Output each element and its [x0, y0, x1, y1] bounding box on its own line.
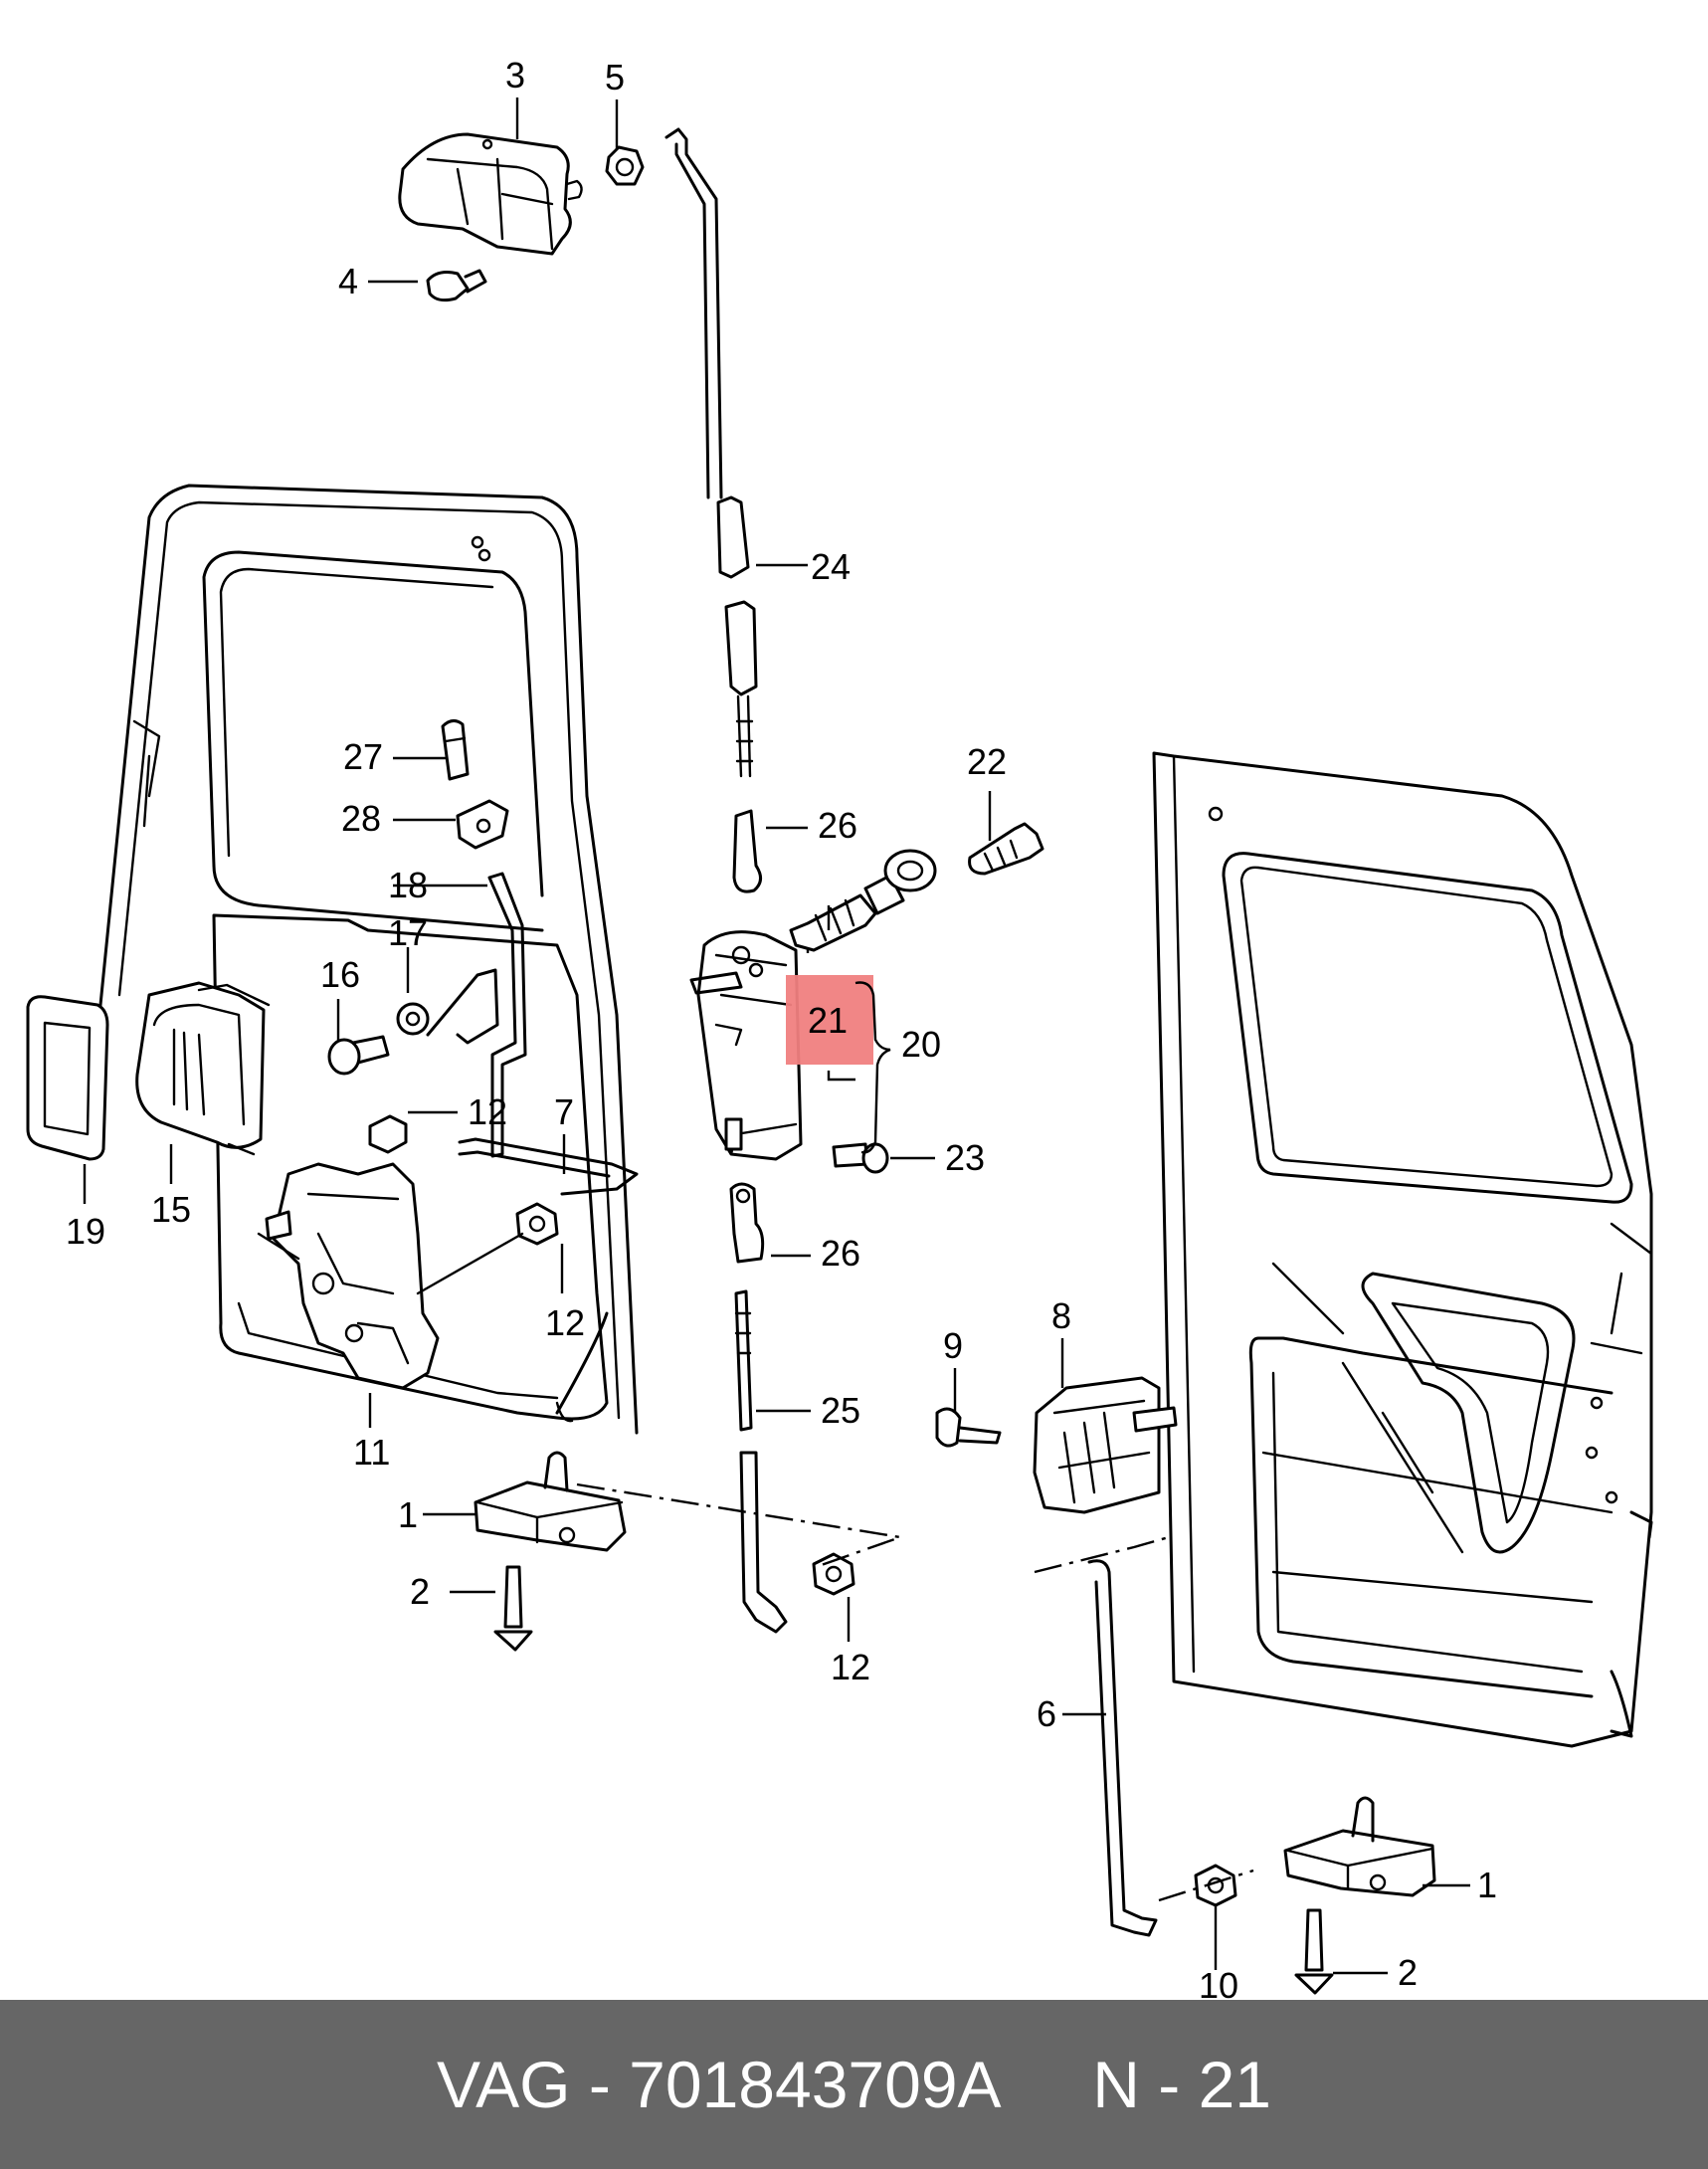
label-21: 21	[808, 1000, 848, 1041]
clip-part-10	[1194, 1864, 1237, 1907]
handle-part-15	[135, 981, 271, 1156]
lock-part-11	[257, 1162, 440, 1390]
rod-part-18	[487, 872, 527, 1158]
label-25: 25	[821, 1390, 860, 1431]
screw-part-9	[935, 1407, 1002, 1448]
label-12-lower: 12	[831, 1647, 870, 1687]
pin-part-27	[441, 719, 470, 781]
footer-brand: VAG	[437, 2048, 571, 2121]
footer-position: N - 21	[1092, 2048, 1271, 2121]
label-20: 20	[901, 1024, 941, 1065]
label-12-middle: 12	[545, 1302, 585, 1343]
bolt-part-16	[327, 1035, 390, 1076]
highlight-box-21	[786, 975, 873, 1065]
bracket-part-17	[426, 968, 499, 1045]
label-3: 3	[505, 55, 525, 96]
label-1-left: 1	[398, 1494, 418, 1535]
clip-part-5	[605, 145, 645, 186]
footer-separator: -	[588, 2048, 611, 2121]
rod-part-25	[734, 1289, 788, 1634]
label-9: 9	[943, 1325, 963, 1366]
hinge-part-8	[1033, 1376, 1178, 1514]
label-8: 8	[1051, 1295, 1071, 1336]
cylinder-part-22	[968, 822, 1044, 876]
label-11: 11	[353, 1432, 390, 1473]
label-5: 5	[605, 57, 625, 98]
connector-part-26-upper	[732, 809, 762, 893]
label-18: 18	[388, 865, 428, 905]
handle-assembly-part-20	[689, 849, 937, 1161]
label-28: 28	[341, 798, 381, 839]
screw-part-23	[832, 1142, 889, 1174]
right-door-panel	[1152, 751, 1653, 1748]
connector-part-26-lower	[729, 1182, 765, 1264]
footer-part-number: 701843709A	[629, 2048, 1002, 2121]
label-26-upper: 26	[818, 805, 857, 846]
leader-lines	[83, 98, 1470, 1975]
label-4: 4	[338, 261, 358, 301]
label-16: 16	[320, 954, 360, 995]
rod-part-6	[1087, 1559, 1158, 1937]
part-info-footer: VAG - 701843709A N - 21	[0, 2000, 1708, 2169]
label-22: 22	[967, 741, 1007, 782]
label-1-right: 1	[1477, 1865, 1497, 1905]
rod-part-24	[664, 127, 758, 778]
label-10: 10	[1199, 1965, 1238, 2000]
exploded-parts-diagram: 3 5 4 24 27 22 28 26 18 17 16 21 20 12 7…	[26, 55, 1653, 2000]
label-2-left: 2	[410, 1571, 430, 1612]
gasket-part-19	[26, 995, 109, 1161]
left-door-panel	[97, 484, 639, 1435]
label-19: 19	[66, 1211, 105, 1252]
label-6: 6	[1037, 1693, 1056, 1734]
label-15: 15	[151, 1189, 191, 1230]
footer-spacer-1	[571, 2047, 589, 2122]
label-7: 7	[554, 1091, 574, 1132]
screw-part-2-right	[1294, 1908, 1334, 1995]
clip-part-28	[456, 799, 509, 850]
clip-part-12-middle	[515, 1202, 559, 1246]
striker-part-1-right	[1283, 1796, 1436, 1897]
callout-labels: 3 5 4 24 27 22 28 26 18 17 16 21 20 12 7…	[66, 55, 1497, 2000]
screw-part-2-left	[493, 1565, 533, 1652]
label-2-right: 2	[1398, 1952, 1418, 1993]
label-24: 24	[811, 546, 851, 587]
clip-part-12-upper	[368, 1114, 408, 1154]
assembly-lines	[576, 1482, 1254, 1902]
washer-part-17	[396, 1002, 430, 1036]
footer-spacer-2	[611, 2047, 629, 2122]
label-26-lower: 26	[821, 1233, 860, 1274]
label-12-upper: 12	[468, 1091, 507, 1132]
label-23: 23	[945, 1137, 985, 1178]
link-line-11	[416, 1232, 524, 1295]
hinge-part-3	[398, 132, 583, 302]
label-17: 17	[388, 912, 428, 953]
footer-spacer-3	[1002, 2047, 1093, 2122]
rod-part-7	[458, 1137, 639, 1196]
striker-part-1-left	[474, 1451, 627, 1552]
label-27: 27	[343, 736, 383, 777]
